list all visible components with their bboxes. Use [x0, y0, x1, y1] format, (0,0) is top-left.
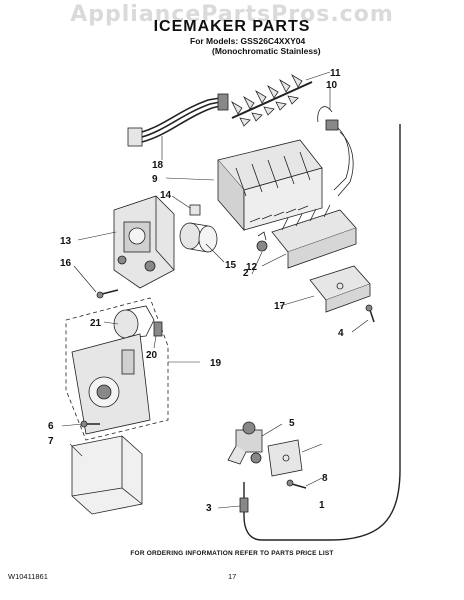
callout-19: 19: [210, 358, 222, 369]
part-tube-end: [239, 497, 249, 513]
ordering-note: FOR ORDERING INFORMATION REFER TO PARTS …: [130, 550, 334, 557]
part-stripper: [271, 204, 357, 269]
callout-4: 4: [338, 328, 344, 339]
callout-9: 9: [152, 174, 158, 185]
part-ejector: [231, 73, 313, 127]
part-module-plate: [71, 333, 151, 435]
module-outline: [65, 297, 169, 441]
part-screw-4: [365, 304, 375, 323]
part-screw-16: [96, 289, 119, 299]
part-valve-bracket: [267, 439, 303, 477]
callout-20: 20: [146, 350, 158, 361]
callout-17: 17: [274, 301, 286, 312]
part-water-valve: [227, 421, 263, 465]
part-clip: [189, 204, 201, 216]
part-control-housing: [113, 195, 175, 289]
callout-14: 14: [160, 190, 172, 201]
page-title: ICEMAKER PARTS: [153, 18, 311, 35]
callout-16: 16: [60, 258, 72, 269]
callout-3: 3: [206, 503, 212, 514]
part-wire-harness: [127, 93, 229, 147]
part-mold: [217, 139, 323, 232]
part-grommet: [256, 231, 268, 252]
leader-lines: [61, 71, 369, 509]
part-thermostat: [317, 106, 354, 197]
callout-13: 13: [60, 236, 72, 247]
callout-11: 11: [330, 68, 341, 79]
callout-10: 10: [326, 80, 338, 91]
part-screw-8: [286, 479, 307, 489]
callout-labels: 1 2 3 4 5 6 7 8 9 10 11 12 13 14 15 16 1…: [48, 68, 344, 514]
models-subtitle: (Monochromatic Stainless): [212, 46, 321, 56]
part-motor-cylinder: [179, 222, 218, 253]
callout-2: 2: [243, 268, 249, 279]
part-switch: [153, 321, 163, 337]
callout-8: 8: [322, 473, 328, 484]
part-fill-tube: [243, 124, 401, 541]
callout-7: 7: [48, 436, 54, 447]
callout-5: 5: [289, 418, 295, 429]
model-info: For Models: GSS26C4XXY04 (Monochromatic …: [190, 36, 321, 56]
callout-6: 6: [48, 421, 54, 432]
document-number: W10411861: [8, 572, 48, 581]
page-number: 17: [228, 572, 237, 581]
callout-1: 1: [319, 500, 325, 511]
callout-18: 18: [152, 160, 164, 171]
part-bracket: [309, 265, 371, 313]
callout-21: 21: [90, 318, 102, 329]
part-front-cover: [71, 435, 143, 515]
models-line: For Models: GSS26C4XXY04: [190, 36, 306, 46]
callout-12: 12: [246, 262, 258, 273]
callout-15: 15: [225, 260, 237, 271]
